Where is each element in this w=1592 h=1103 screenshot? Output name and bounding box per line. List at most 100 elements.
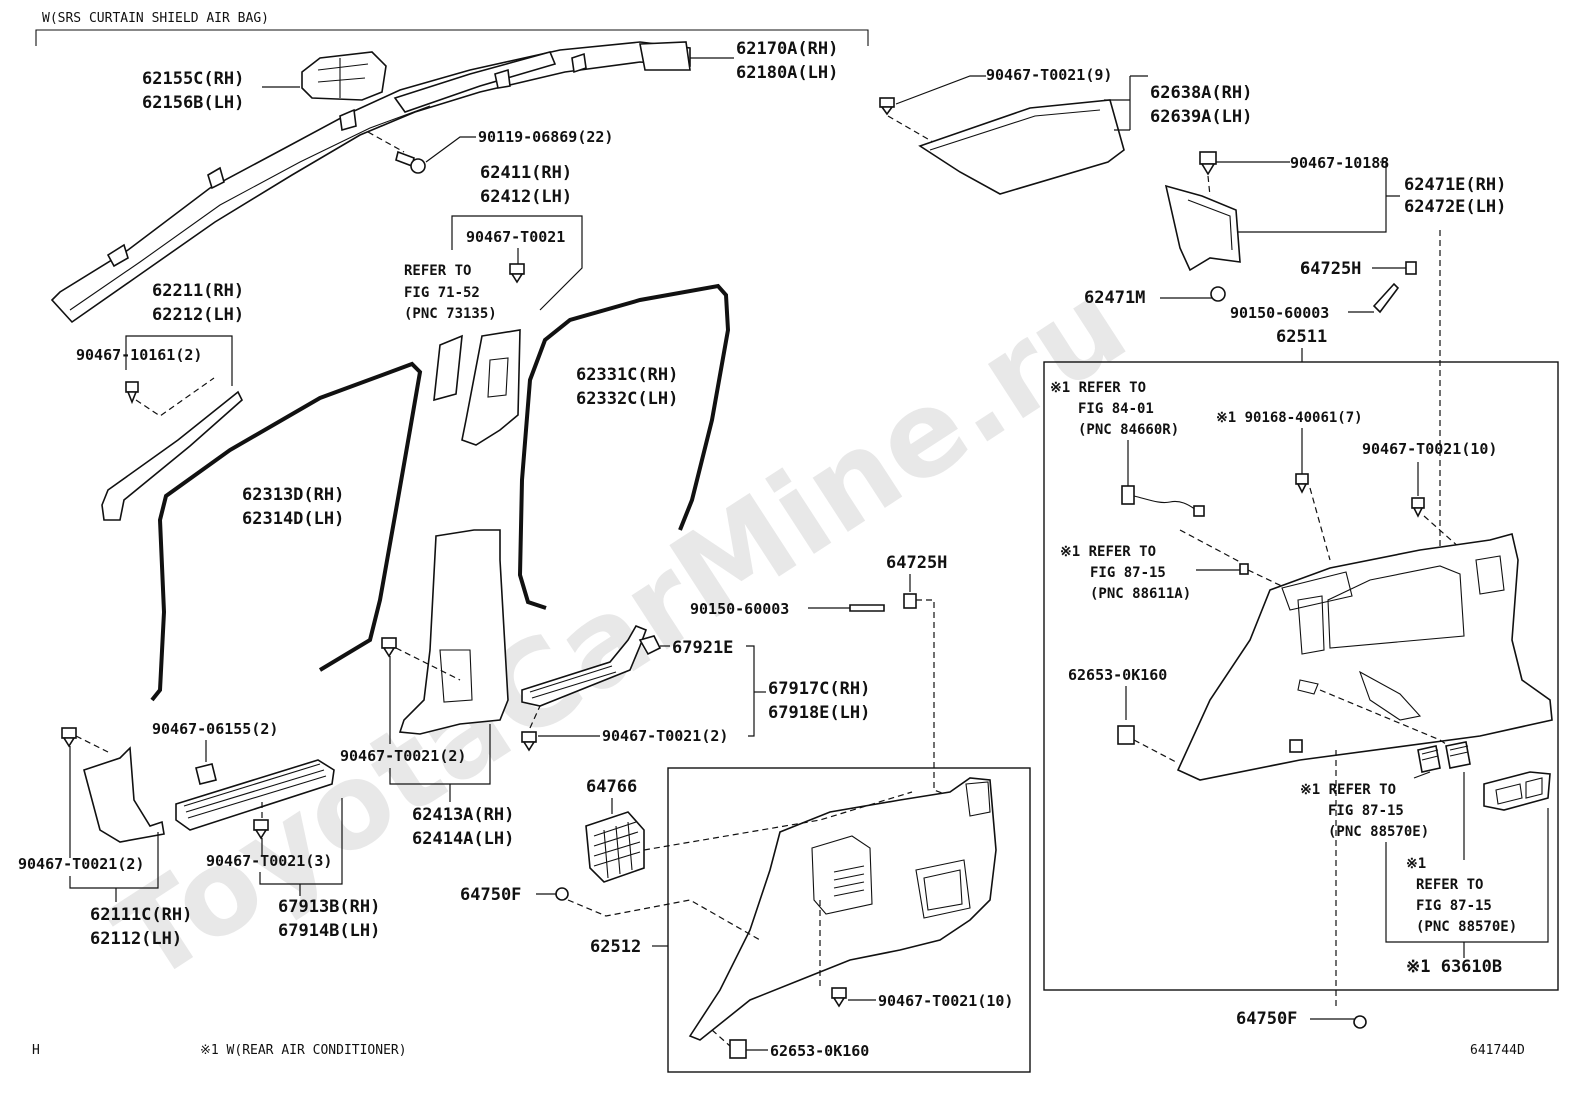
dash-84660r [1179, 529, 1241, 563]
leader-62411 [451, 215, 583, 311]
screw-90150-b [849, 604, 885, 612]
dash-90467-t0021-2a [529, 705, 541, 729]
label-62512: 62512 [590, 937, 641, 957]
pillar-trim-62471e-part [1164, 184, 1241, 272]
clip-62653-b [729, 1039, 747, 1059]
center-pillar-lower-part [398, 529, 509, 735]
leader-90467-t0021-9 [895, 75, 986, 105]
label-62653-b: 62653-0K160 [770, 1042, 869, 1060]
label-64750f-b: 64750F [1236, 1009, 1297, 1029]
dash-62638 [887, 115, 941, 147]
leader-62638 [1104, 75, 1148, 131]
center-pillar-upper-part [433, 329, 521, 446]
label-62211: 62211(RH) [152, 281, 244, 301]
dash-90467-t0021-10a [1423, 515, 1461, 549]
refer-87a-line2: FIG 87-15 [1090, 565, 1166, 581]
header-bracket [35, 29, 869, 46]
dash-62653-b [711, 1029, 731, 1047]
label-90119: 90119-06869(22) [478, 128, 613, 146]
label-90467-t0021-9: 90467-T0021(9) [986, 66, 1112, 84]
label-62331c: 62331C(RH) [576, 365, 678, 385]
clip-90168 [1295, 473, 1309, 494]
label-62638a: 62638A(RH) [1150, 83, 1252, 103]
leader-refer-87b [1413, 771, 1431, 779]
scuff-plate-67913-part [175, 759, 335, 831]
label-62156b: 62156B(LH) [142, 93, 244, 113]
refer-71-line1: REFER TO [404, 263, 471, 279]
refer-87a-line3: (PNC 88611A) [1090, 586, 1191, 602]
refer-87c-line4: (PNC 88570E) [1416, 919, 1517, 935]
label-90467-t0021-2b: 90467-T0021(2) [340, 747, 466, 765]
curtain-airbag-part [50, 41, 691, 324]
quarter-upper-trim-part [918, 99, 1125, 195]
label-62155c: 62155C(RH) [142, 69, 244, 89]
bracket-67913 [259, 798, 343, 885]
clip-90467-t0021-a [509, 263, 525, 284]
dash-90168 [1309, 487, 1331, 561]
dash-62211 [135, 377, 215, 417]
pillar-trim-62471e-edge [1187, 199, 1233, 251]
box-62512 [667, 767, 1031, 1073]
dash-90467-t0021-2c [75, 735, 109, 753]
label-67921e: 67921E [672, 638, 733, 658]
refer-71-line3: (PNC 73135) [404, 306, 497, 322]
label-62332c: 62332C(LH) [576, 389, 678, 409]
clip-90467-t0021-2b [381, 637, 397, 658]
label-90467-t0021-2c: 90467-T0021(2) [18, 855, 144, 873]
clip-90467-10161 [125, 381, 139, 405]
refer-84-line1: ※1 REFER TO [1050, 380, 1146, 396]
cowl-side-trim-part [83, 746, 165, 843]
bracket-62111 [69, 832, 159, 889]
label-90467-t0021-3: 90467-T0021(3) [206, 852, 332, 870]
refer-87b-line1: ※1 REFER TO [1300, 782, 1396, 798]
label-62653-a: 62653-0K160 [1068, 666, 1167, 684]
vent-grilles-88570e [1417, 741, 1471, 773]
dash-90119 [367, 131, 405, 153]
label-67914b: 67914B(LH) [278, 921, 380, 941]
harness-84660r [1121, 485, 1205, 517]
refer-84-line3: (PNC 84660R) [1078, 422, 1179, 438]
quarter-upper-trim-edge [929, 109, 1101, 151]
part-88611a [1239, 563, 1249, 575]
label-90467-t0021-10b: 90467-T0021(10) [878, 992, 1013, 1010]
label-90467-10188: 90467-10188 [1290, 154, 1389, 172]
label-90150-a: 90150-60003 [1230, 304, 1329, 322]
refer-87a-line1: ※1 REFER TO [1060, 544, 1156, 560]
label-62314d: 62314D(LH) [242, 509, 344, 529]
dash-90467-t0021-2b [395, 647, 461, 681]
label-62511: 62511 [1276, 327, 1327, 347]
clip-64750f-b [1353, 1015, 1367, 1029]
weatherstrip-62331-part [517, 283, 731, 610]
clip-90467-t0021-3 [253, 819, 269, 840]
quarter-trim-rh-62511-part [1176, 533, 1553, 781]
clip-64725h-a [1405, 261, 1417, 275]
label-90168: ※1 90168-40061(7) [1216, 410, 1363, 426]
label-67913b: 67913B(RH) [278, 897, 380, 917]
refer-87c-line1: ※1 [1406, 856, 1426, 872]
label-64725h-a-text: 64725H [1300, 259, 1361, 279]
label-67917c: 67917C(RH) [768, 679, 870, 699]
dash-90467-10188 [1207, 175, 1211, 197]
footer-code: H [32, 1043, 40, 1058]
cap-62471m [1210, 286, 1226, 302]
clip-62653-a [1117, 725, 1135, 745]
quarter-trim-lh-62512-part [688, 777, 997, 1041]
clip-90467-06155 [195, 763, 217, 785]
label-62112: 62112(LH) [90, 929, 182, 949]
scuff-plate-67917-part [521, 624, 648, 707]
label-63610b: ※1 63610B [1406, 957, 1502, 977]
grille-64766-part [585, 811, 645, 883]
label-90467-10161: 90467-10161(2) [76, 346, 202, 364]
front-pillar-part [101, 390, 243, 521]
refer-87b-line2: FIG 87-15 [1328, 803, 1404, 819]
clip-90467-10188 [1199, 151, 1217, 176]
bracket-63610b [1385, 808, 1549, 943]
label-62111c: 62111C(RH) [90, 905, 192, 925]
label-90467-t0021-10a: 90467-T0021(10) [1362, 440, 1497, 458]
clip-64750f-a [555, 887, 569, 901]
label-62472e: 62472E(LH) [1404, 197, 1506, 217]
header-title: W(SRS CURTAIN SHIELD AIR BAG) [42, 11, 269, 26]
bracket-62413 [389, 724, 491, 785]
